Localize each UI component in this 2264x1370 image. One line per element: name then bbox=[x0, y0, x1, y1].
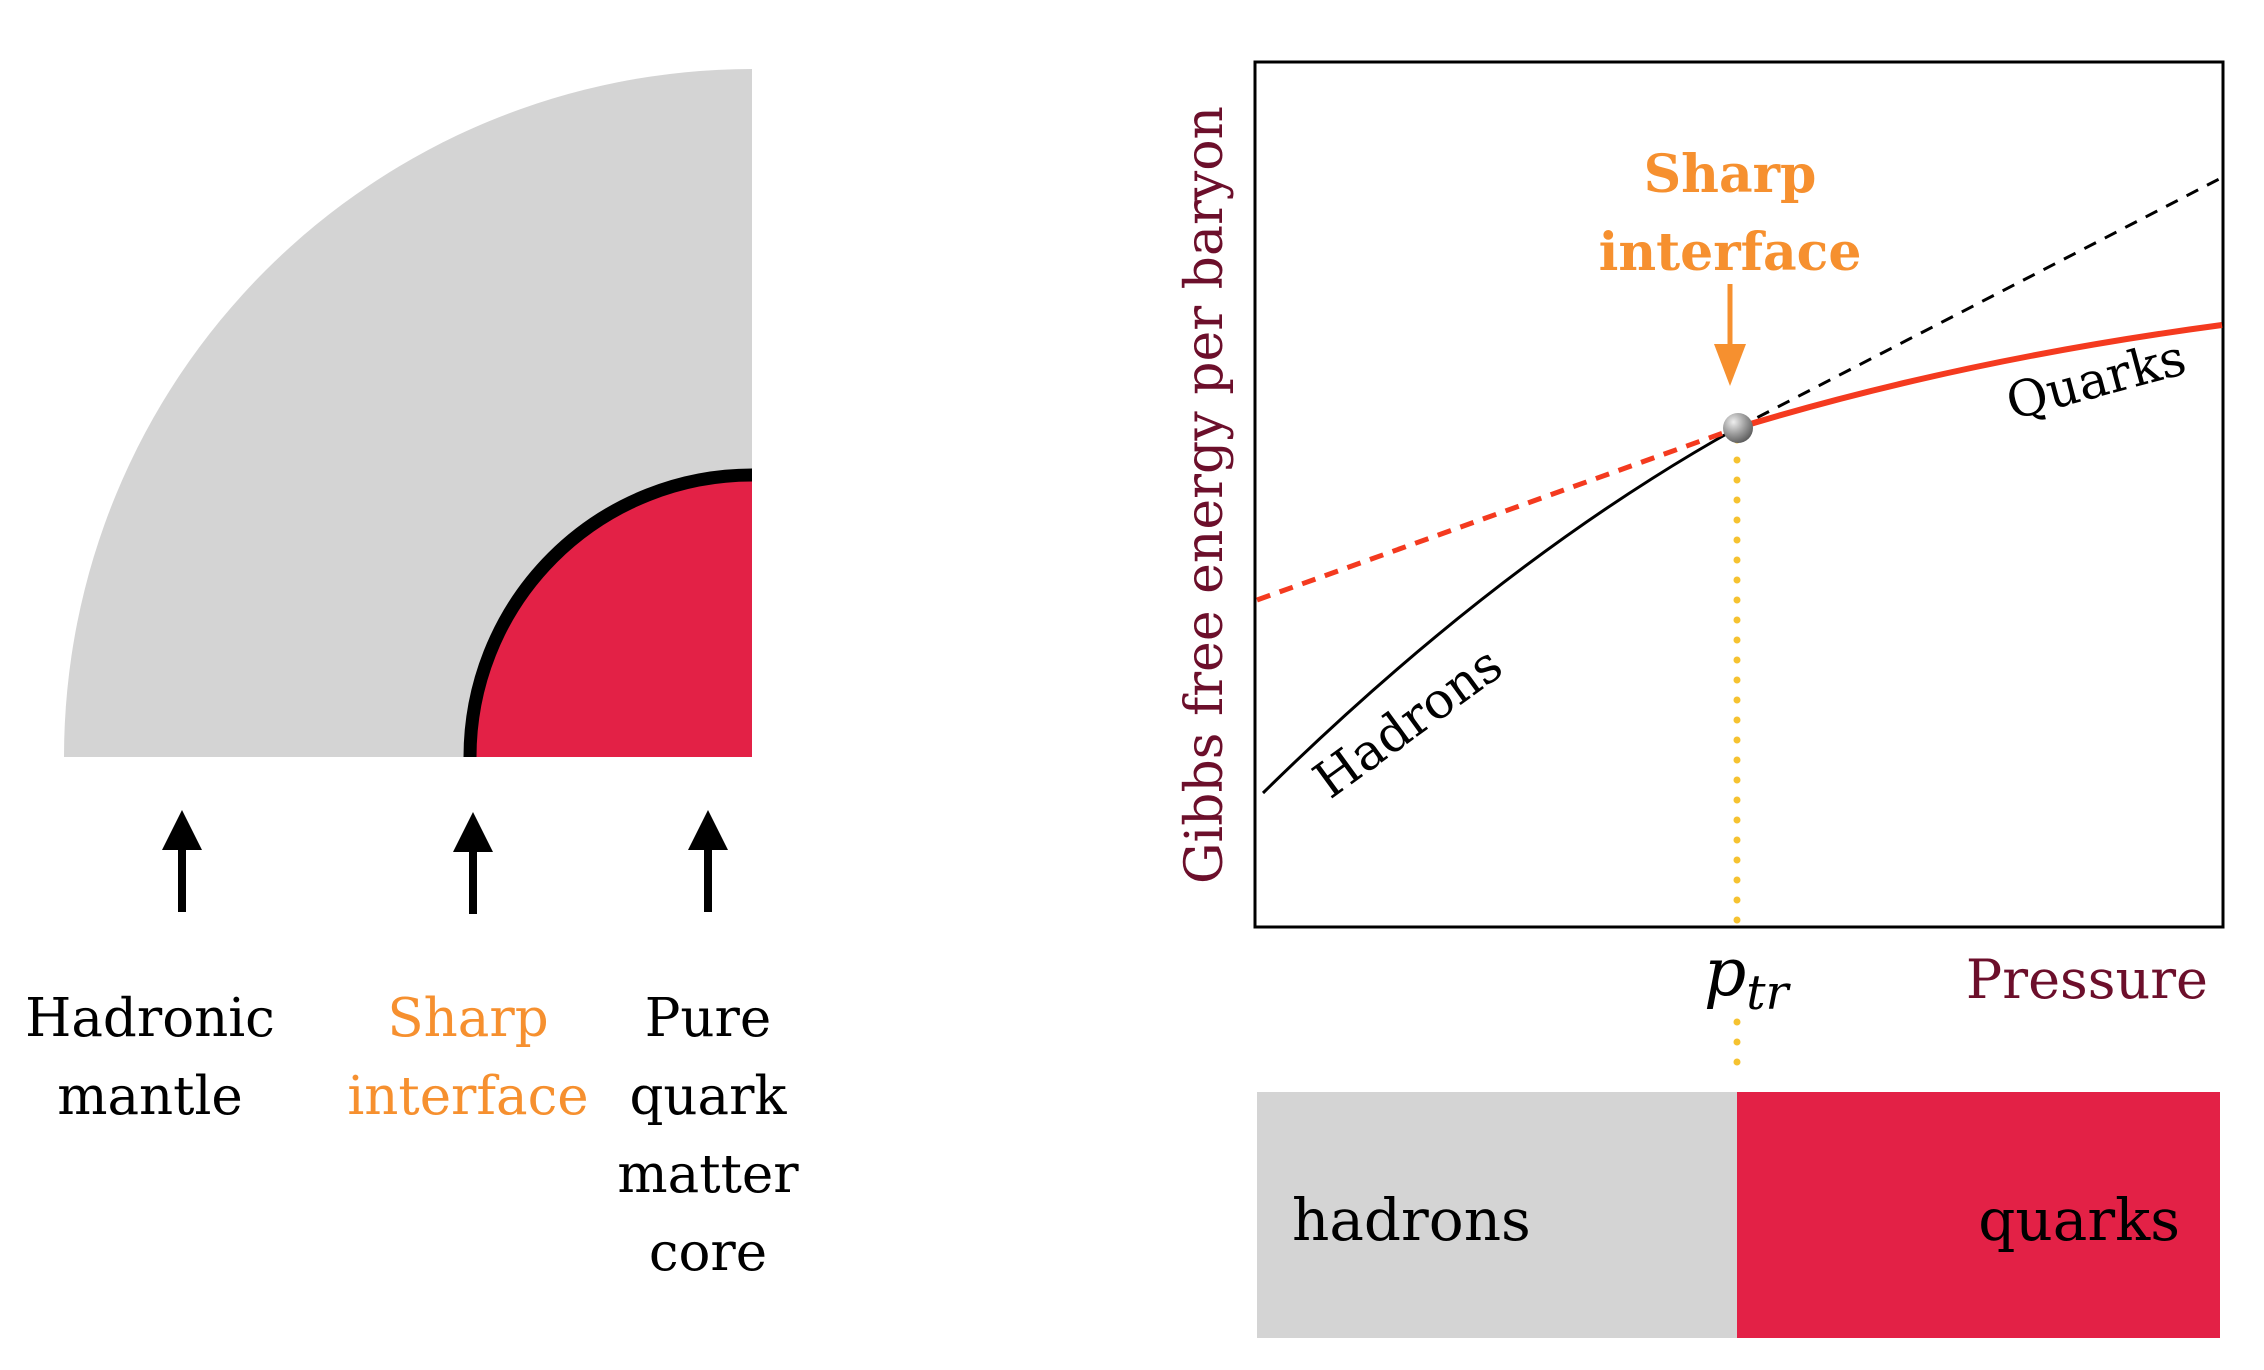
sharp-interface-boundary bbox=[463, 468, 753, 758]
y-axis-label: Gibbs free energy per baryon bbox=[1175, 106, 1235, 884]
label-sharp-interface-line2: interface bbox=[347, 1066, 588, 1127]
transition-pressure-subscript: tr bbox=[1746, 965, 1791, 1021]
annotation-arrow-down-icon bbox=[1714, 284, 1746, 386]
quark-core-region bbox=[470, 475, 752, 757]
label-quark-core-line1: Pure bbox=[645, 988, 772, 1049]
transition-pressure-main: p bbox=[1704, 934, 1746, 1011]
transition-pressure-label: ptr bbox=[1704, 934, 1792, 1021]
phase-bar-label-quarks: quarks bbox=[1978, 1186, 2180, 1254]
transition-point-marker bbox=[1723, 413, 1753, 443]
annotation-sharp-interface-line2: interface bbox=[1599, 222, 1862, 283]
quark-curve-metastable bbox=[1256, 425, 1738, 603]
gibbs-plot: Sharp interface Hadrons Quarks Gibbs fre… bbox=[1175, 60, 2225, 1070]
phase-bar-hadrons bbox=[1257, 1092, 1737, 1338]
label-quark-core-line3: matter bbox=[617, 1144, 799, 1205]
hadron-curve-stable bbox=[1261, 426, 1738, 795]
pointer-arrows bbox=[162, 810, 728, 914]
x-axis-label: Pressure bbox=[1966, 948, 2208, 1011]
arrow-up-icon bbox=[688, 810, 728, 912]
annotation-sharp-interface-line1: Sharp bbox=[1644, 144, 1817, 205]
arrow-up-icon bbox=[162, 810, 202, 912]
quark-curve-stable bbox=[1736, 322, 2223, 431]
left-panel-labels: Hadronic mantle Sharp interface Pure qua… bbox=[25, 988, 799, 1283]
label-hadronic-mantle-line2: mantle bbox=[57, 1066, 243, 1127]
phase-bar: hadrons quarks bbox=[1257, 1092, 2220, 1338]
label-sharp-interface-line1: Sharp bbox=[387, 988, 548, 1049]
plot-frame bbox=[1253, 60, 2225, 929]
label-quark-core-line2: quark bbox=[629, 1066, 787, 1127]
phase-bar-label-hadrons: hadrons bbox=[1292, 1186, 1531, 1254]
arrow-up-icon bbox=[453, 812, 493, 914]
phase-bar-quarks bbox=[1737, 1092, 2220, 1338]
star-cross-section bbox=[64, 69, 753, 758]
label-quark-core-line4: core bbox=[649, 1222, 767, 1283]
label-hadronic-mantle-line1: Hadronic bbox=[25, 988, 275, 1049]
